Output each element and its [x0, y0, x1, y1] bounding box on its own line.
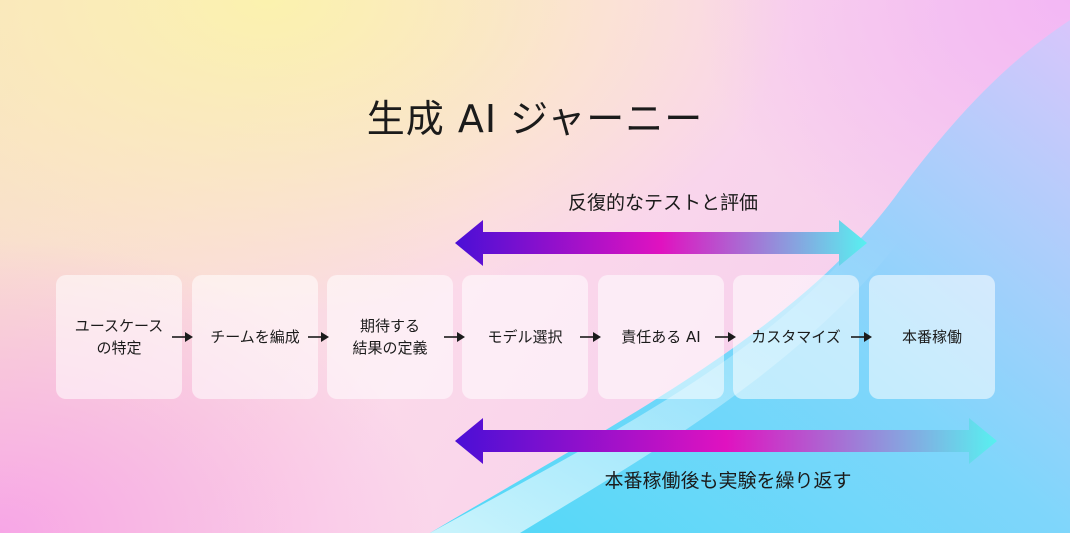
step-box-use-case: ユースケース の特定 [56, 275, 182, 399]
step-box-team: チームを編成 [192, 275, 318, 399]
step-label: チームを編成 [210, 328, 300, 346]
step-box-expected-result: 期待する 結果の定義 [327, 275, 453, 399]
step-label: 期待する [359, 317, 420, 335]
connector-arrow-icon [715, 332, 736, 342]
step-label: 責任ある AI [621, 328, 701, 346]
step-label: ユースケース [74, 317, 164, 335]
step-box-model-selection: モデル選択 [462, 275, 588, 399]
top-double-arrow [455, 220, 867, 266]
connector-arrow-icon [444, 332, 465, 342]
top-arrow-label: 反復的なテストと評価 [567, 192, 758, 214]
step-label: カスタマイズ [751, 328, 841, 346]
step-box-responsible-ai: 責任ある AI [598, 275, 724, 399]
bottom-double-arrow [455, 418, 997, 464]
connector-arrow-icon [308, 332, 329, 342]
bottom-arrow-label: 本番稼働後も実験を繰り返す [604, 470, 852, 492]
step-label: 本番稼働 [901, 328, 962, 346]
step-box-production: 本番稼働 [869, 275, 995, 399]
connector-arrow-icon [851, 332, 872, 342]
connector-arrow-icon [172, 332, 193, 342]
step-label: 結果の定義 [352, 339, 428, 357]
step-box-customize: カスタマイズ [733, 275, 859, 399]
page-title: 生成 AI ジャーニー [366, 97, 704, 141]
connector-arrow-icon [580, 332, 601, 342]
step-label: モデル選択 [487, 328, 563, 346]
step-label: の特定 [96, 339, 142, 357]
